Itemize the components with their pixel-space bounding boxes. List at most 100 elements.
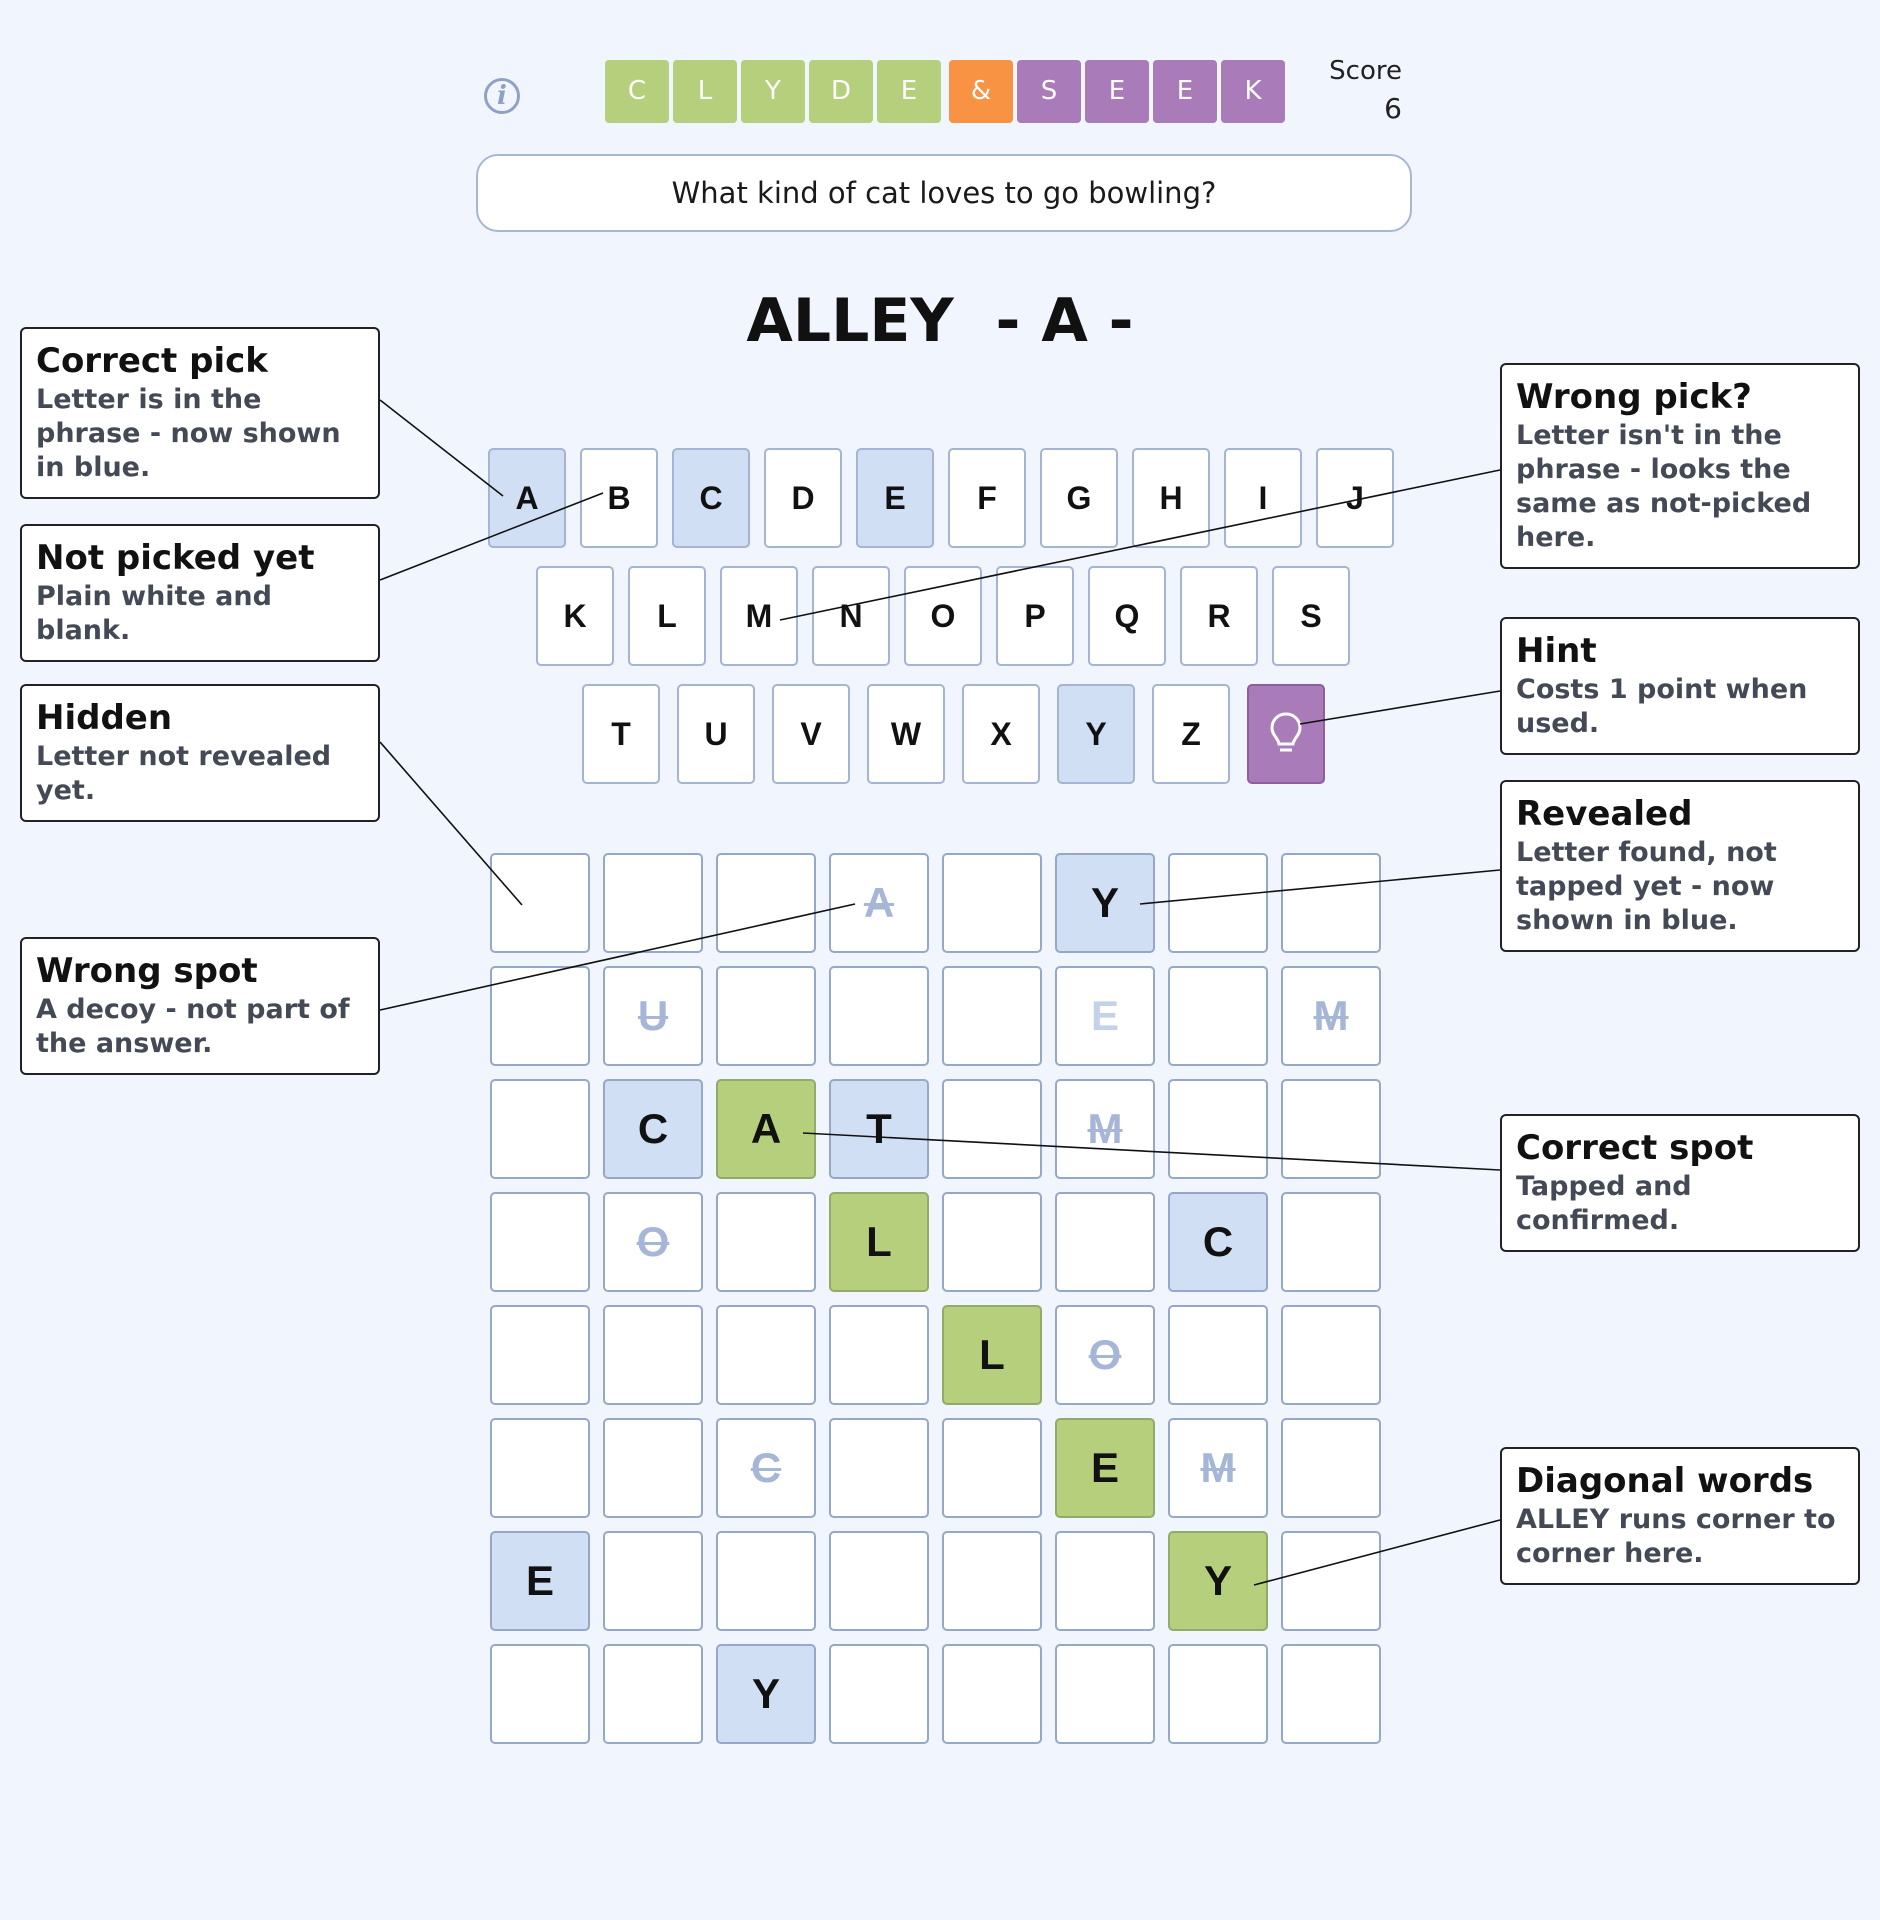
title-letter-tile: E — [1085, 60, 1149, 123]
callout-correct-pick: Correct pick Letter is in the phrase - n… — [20, 327, 380, 499]
grid-cell-hidden[interactable] — [490, 853, 590, 953]
grid-cell-hidden[interactable] — [829, 966, 929, 1066]
lightbulb-icon — [1270, 712, 1302, 752]
grid-cell-hidden[interactable] — [1281, 853, 1381, 953]
key-n[interactable]: N — [812, 566, 890, 666]
grid-cell-hidden[interactable] — [942, 853, 1042, 953]
grid-cell-decoy[interactable]: M — [1055, 1079, 1155, 1179]
grid-cell-hidden[interactable] — [942, 1644, 1042, 1744]
callout-wrong-pick: Wrong pick? Letter isn't in the phrase -… — [1500, 363, 1860, 569]
grid-cell-hidden[interactable] — [716, 966, 816, 1066]
key-q[interactable]: Q — [1088, 566, 1166, 666]
grid-cell-hidden[interactable] — [603, 1418, 703, 1518]
grid-cell-decoy[interactable]: U — [603, 966, 703, 1066]
grid-cell-hidden[interactable] — [490, 966, 590, 1066]
grid-cell-correct[interactable]: Y — [1168, 1531, 1268, 1631]
grid-cell-hidden[interactable] — [716, 1531, 816, 1631]
grid-cell-hidden[interactable] — [1055, 1192, 1155, 1292]
key-x[interactable]: X — [962, 684, 1040, 784]
title-letter-tile: D — [809, 60, 873, 123]
grid-cell-hidden[interactable] — [1281, 1418, 1381, 1518]
grid-cell-decoy[interactable]: O — [603, 1192, 703, 1292]
callout-desc: ALLEY runs corner to corner here. — [1516, 1504, 1836, 1569]
grid-cell-hidden[interactable] — [1055, 1644, 1155, 1744]
grid-cell-hidden[interactable] — [490, 1305, 590, 1405]
key-s[interactable]: S — [1272, 566, 1350, 666]
grid-cell-decoy[interactable]: M — [1168, 1418, 1268, 1518]
grid-cell-hidden[interactable] — [1281, 1305, 1381, 1405]
key-m[interactable]: M — [720, 566, 798, 666]
grid-cell-revealed[interactable]: T — [829, 1079, 929, 1179]
key-o[interactable]: O — [904, 566, 982, 666]
grid-cell-revealed[interactable]: Y — [1055, 853, 1155, 953]
grid-cell-hidden[interactable] — [1055, 1531, 1155, 1631]
key-e[interactable]: E — [856, 448, 934, 548]
score-value: 6 — [1384, 92, 1402, 125]
grid-cell-hidden[interactable] — [716, 1192, 816, 1292]
grid-cell-correct[interactable]: L — [942, 1305, 1042, 1405]
grid-cell-hidden[interactable] — [603, 1531, 703, 1631]
grid-cell-hidden[interactable] — [942, 966, 1042, 1066]
grid-cell-hidden[interactable] — [829, 1644, 929, 1744]
key-v[interactable]: V — [772, 684, 850, 784]
key-g[interactable]: G — [1040, 448, 1118, 548]
grid-cell-hidden[interactable] — [1168, 966, 1268, 1066]
grid-cell-hidden[interactable] — [490, 1418, 590, 1518]
key-z[interactable]: Z — [1152, 684, 1230, 784]
key-b[interactable]: B — [580, 448, 658, 548]
grid-cell-revealed[interactable]: E — [490, 1531, 590, 1631]
key-u[interactable]: U — [677, 684, 755, 784]
grid-cell-hidden[interactable] — [716, 853, 816, 953]
hint-button[interactable] — [1247, 684, 1325, 784]
key-l[interactable]: L — [628, 566, 706, 666]
grid-cell-hidden[interactable] — [1168, 1644, 1268, 1744]
grid-cell-hidden[interactable] — [603, 1305, 703, 1405]
grid-cell-hidden[interactable] — [1168, 1305, 1268, 1405]
grid-cell-revealed[interactable]: Y — [716, 1644, 816, 1744]
key-d[interactable]: D — [764, 448, 842, 548]
grid-cell-faint[interactable]: E — [1055, 966, 1155, 1066]
grid-cell-hidden[interactable] — [603, 1644, 703, 1744]
grid-cell-decoy[interactable]: C — [716, 1418, 816, 1518]
grid-cell-hidden[interactable] — [1168, 1079, 1268, 1179]
grid-cell-hidden[interactable] — [829, 1305, 929, 1405]
key-f[interactable]: F — [948, 448, 1026, 548]
key-a[interactable]: A — [488, 448, 566, 548]
grid-cell-hidden[interactable] — [716, 1305, 816, 1405]
grid-cell-hidden[interactable] — [1281, 1079, 1381, 1179]
grid-cell-hidden[interactable] — [829, 1531, 929, 1631]
key-p[interactable]: P — [996, 566, 1074, 666]
grid-cell-hidden[interactable] — [1281, 1531, 1381, 1631]
grid-cell-decoy[interactable]: O — [1055, 1305, 1155, 1405]
key-j[interactable]: J — [1316, 448, 1394, 548]
callout-revealed: Revealed Letter found, not tapped yet - … — [1500, 780, 1860, 952]
grid-cell-hidden[interactable] — [942, 1418, 1042, 1518]
key-w[interactable]: W — [867, 684, 945, 784]
grid-cell-hidden[interactable] — [1281, 1644, 1381, 1744]
key-c[interactable]: C — [672, 448, 750, 548]
grid-cell-correct[interactable]: L — [829, 1192, 929, 1292]
grid-cell-hidden[interactable] — [942, 1531, 1042, 1631]
grid-cell-decoy[interactable]: A — [829, 853, 929, 953]
grid-cell-hidden[interactable] — [942, 1079, 1042, 1179]
key-k[interactable]: K — [536, 566, 614, 666]
key-h[interactable]: H — [1132, 448, 1210, 548]
grid-cell-decoy[interactable]: M — [1281, 966, 1381, 1066]
grid-cell-hidden[interactable] — [603, 853, 703, 953]
key-t[interactable]: T — [582, 684, 660, 784]
key-y[interactable]: Y — [1057, 684, 1135, 784]
grid-cell-hidden[interactable] — [942, 1192, 1042, 1292]
grid-cell-hidden[interactable] — [490, 1079, 590, 1179]
grid-cell-correct[interactable]: A — [716, 1079, 816, 1179]
grid-cell-hidden[interactable] — [1168, 853, 1268, 953]
grid-cell-hidden[interactable] — [490, 1644, 590, 1744]
grid-cell-hidden[interactable] — [829, 1418, 929, 1518]
key-r[interactable]: R — [1180, 566, 1258, 666]
info-icon[interactable]: i — [484, 78, 520, 114]
grid-cell-correct[interactable]: E — [1055, 1418, 1155, 1518]
grid-cell-hidden[interactable] — [1281, 1192, 1381, 1292]
grid-cell-revealed[interactable]: C — [1168, 1192, 1268, 1292]
grid-cell-revealed[interactable]: C — [603, 1079, 703, 1179]
key-i[interactable]: I — [1224, 448, 1302, 548]
grid-cell-hidden[interactable] — [490, 1192, 590, 1292]
